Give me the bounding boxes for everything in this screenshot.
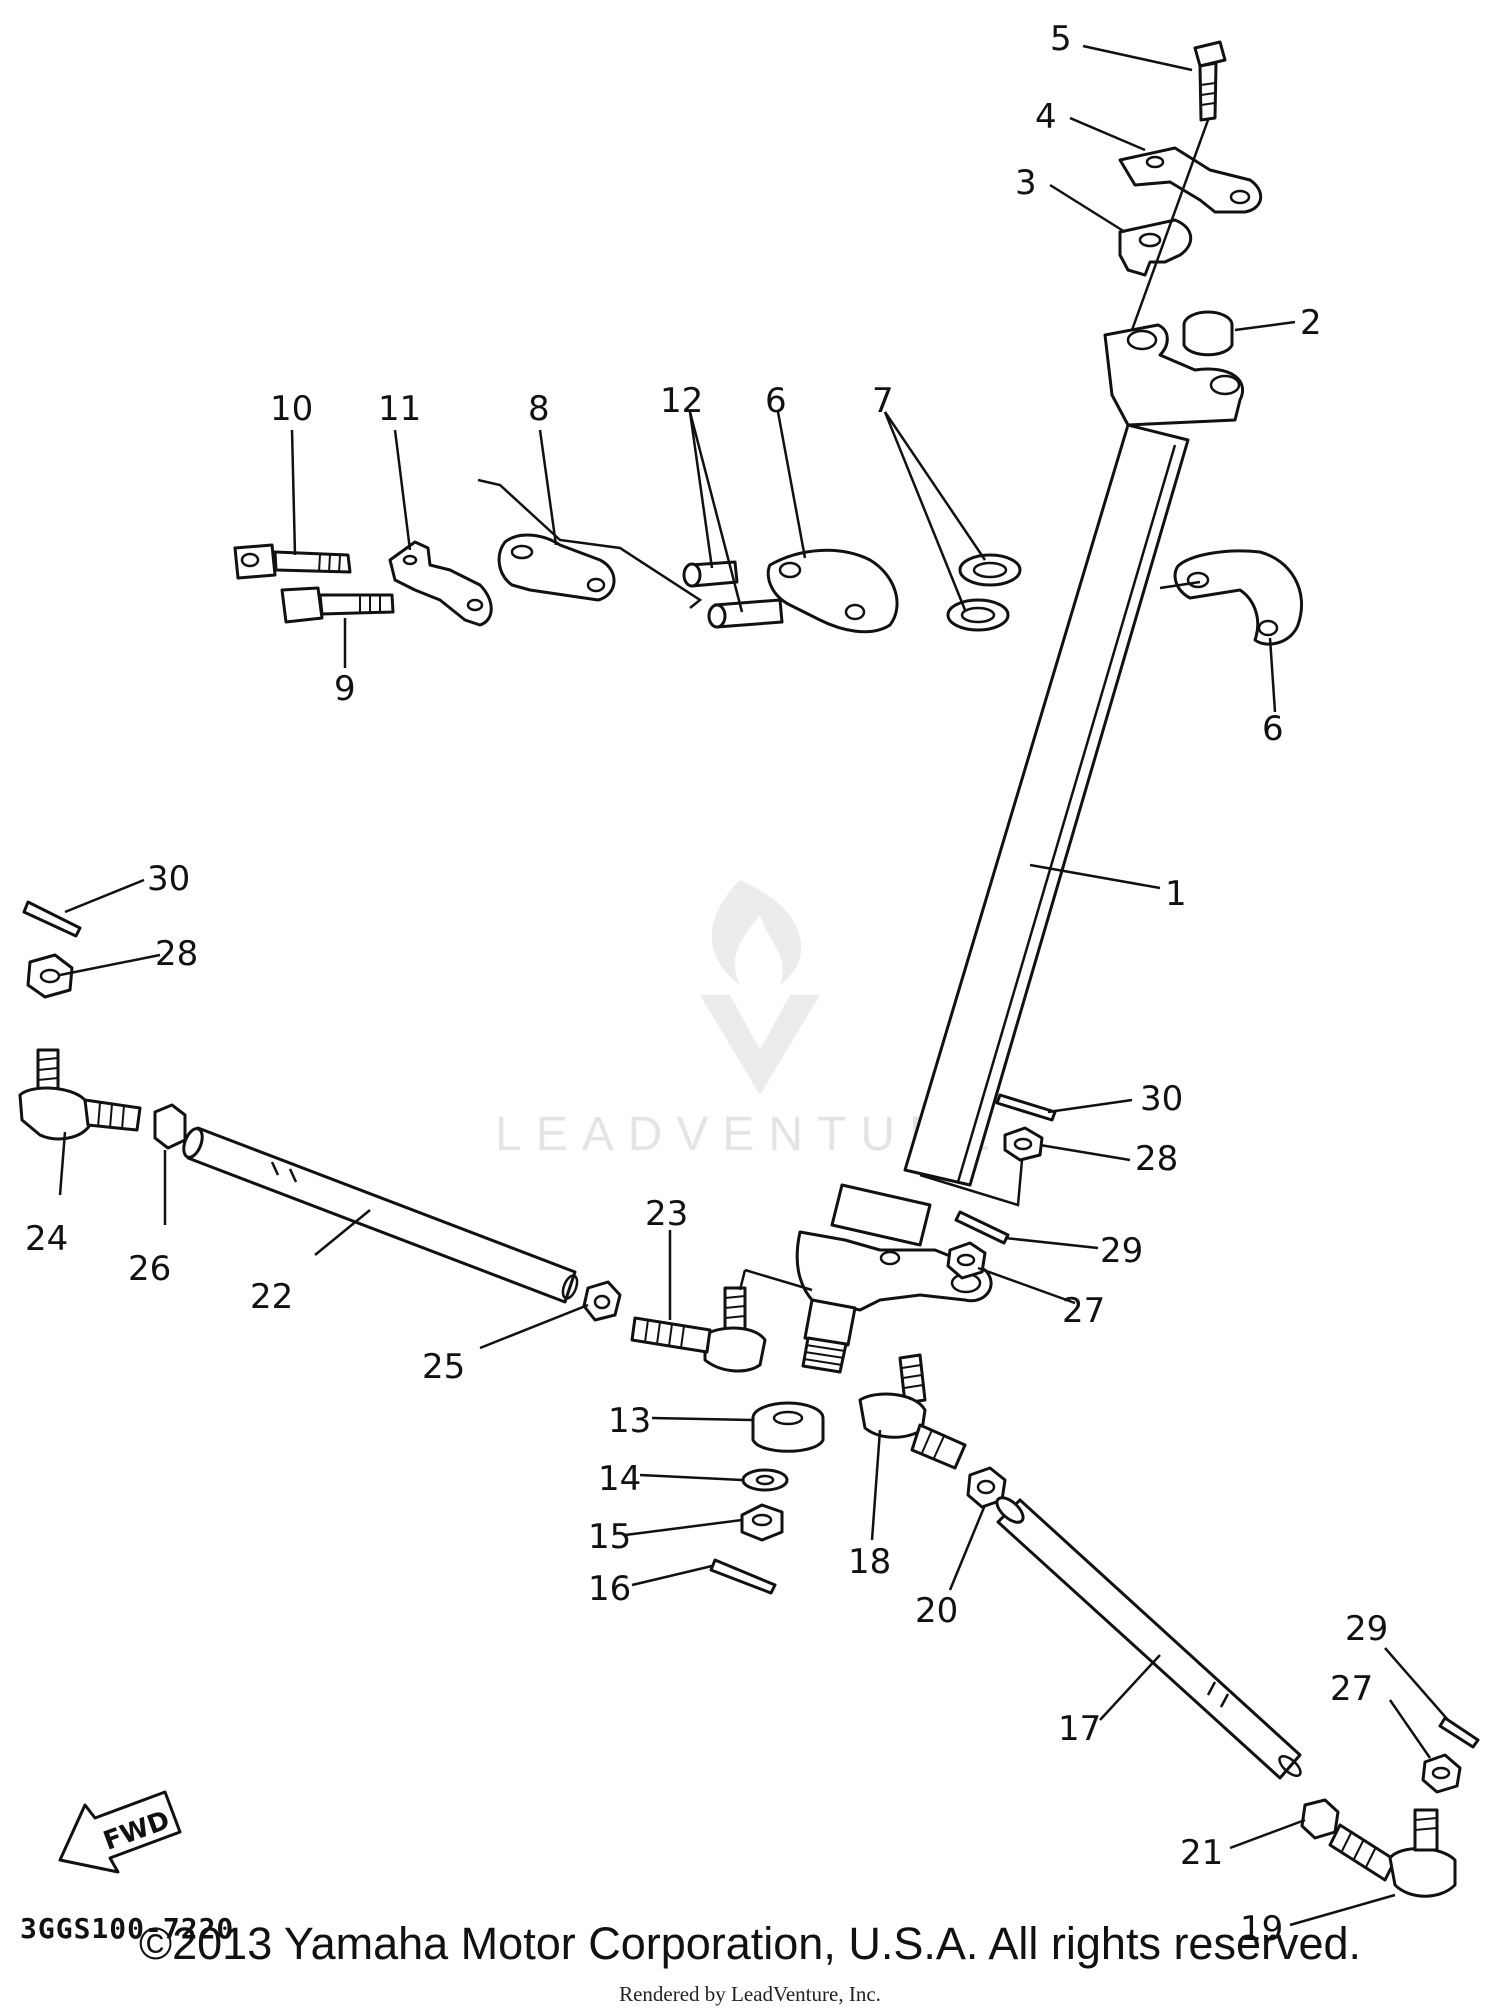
callout-14: 14: [598, 1459, 641, 1499]
part-23-tie-rod-end: [630, 1286, 767, 1373]
callout-25: 25: [422, 1347, 465, 1387]
callout-6-right: 6: [1262, 709, 1284, 749]
top-assembly-line: [1130, 119, 1210, 331]
part-19-tie-rod-end: [1328, 1808, 1457, 1898]
copyright-notice: ©2013 Yamaha Motor Corporation, U.S.A. A…: [138, 1918, 1362, 1969]
part-4-plate: [1118, 146, 1263, 214]
part-3-holder: [1118, 218, 1193, 277]
callout-9: 9: [334, 669, 356, 709]
callout-17: 17: [1058, 1709, 1101, 1749]
part-14-washer: [741, 1468, 789, 1492]
part-27-nut-lower: [1421, 1753, 1462, 1794]
part-30-cotter-pin-left: [22, 900, 82, 938]
part-10-bolt: [233, 543, 352, 580]
part-27-nut-upper: [946, 1241, 987, 1280]
part-29-cotter-pin-lower: [1438, 1716, 1480, 1749]
part-17-tie-rod-right: [995, 1496, 1302, 1780]
callout-1: 1: [1165, 874, 1187, 914]
part-21-nut: [1300, 1798, 1340, 1840]
callout-27-upper: 27: [1062, 1291, 1105, 1331]
part-15-nut: [740, 1503, 784, 1542]
callout-20: 20: [915, 1591, 958, 1631]
part-13-collar: [751, 1401, 825, 1453]
assembly-lines: [738, 1159, 1024, 1292]
callout-10: 10: [270, 389, 313, 429]
callout-26: 26: [128, 1249, 171, 1289]
callout-28-right: 28: [1135, 1139, 1178, 1179]
part-22-tie-rod-left: [182, 1126, 579, 1304]
callout-13: 13: [608, 1401, 651, 1441]
callout-30-right: 30: [1140, 1079, 1183, 1119]
callout-3: 3: [1015, 163, 1037, 203]
watermark-text: LEADVENTURE: [495, 1108, 1004, 1161]
part-28-nut-right: [1003, 1126, 1044, 1162]
callout-19: 19: [1240, 1909, 1283, 1949]
rendered-by-credit: Rendered by LeadVenture, Inc.: [619, 1982, 881, 2006]
leader-lines: [58, 44, 1449, 1927]
callout-2: 2: [1300, 303, 1322, 343]
part-29-cotter-pin-upper: [954, 1210, 1010, 1245]
diagram-code: 3GGS100-7220: [20, 1912, 234, 1945]
part-30-cotter-pin-right: [995, 1093, 1057, 1122]
callout-15: 15: [588, 1517, 631, 1557]
part-6-clamp-right: [1173, 549, 1304, 646]
part-25-nut: [582, 1280, 622, 1322]
callout-5b: 5: [1050, 19, 1072, 59]
callout-12: 12: [660, 381, 703, 421]
part-6-clamp-left: [766, 548, 899, 634]
part-5-bolt: [1193, 40, 1227, 122]
part-12-pins: [682, 560, 784, 629]
callout-27-lower: 27: [1330, 1669, 1373, 1709]
callout-6-left: 6: [765, 381, 787, 421]
callout-7: 7: [872, 381, 894, 421]
part-26-nut: [153, 1103, 187, 1150]
part-2-cap: [1182, 310, 1234, 357]
callout-21: 21: [1180, 1833, 1223, 1873]
leadventure-watermark: LEADVENTURE: [495, 880, 1004, 1161]
callout-28-left: 28: [155, 934, 198, 974]
callout-8: 8: [528, 389, 550, 429]
callout-30-left: 30: [147, 859, 190, 899]
part-16-cotter-pin: [709, 1558, 777, 1595]
callout-4: 4: [1035, 97, 1057, 137]
part-18-tie-rod-end: [858, 1353, 967, 1470]
callout-22: 22: [250, 1277, 293, 1317]
callout-23: 23: [645, 1194, 688, 1234]
callout-29-lower: 29: [1345, 1609, 1388, 1649]
callout-24: 24: [25, 1219, 68, 1259]
fwd-arrow: FWD: [58, 1790, 182, 1874]
part-11-bracket: [388, 540, 493, 627]
part-8-lever: [477, 478, 703, 609]
callout-11: 11: [378, 389, 421, 429]
callout-16: 16: [588, 1569, 631, 1609]
part-9-bolt: [280, 586, 395, 624]
steering-shaft: [795, 323, 1245, 1374]
part-28-nut-left: [26, 953, 74, 999]
callout-18: 18: [848, 1542, 891, 1582]
part-24-tie-rod-end-left: [18, 1048, 142, 1141]
callout-29-upper: 29: [1100, 1231, 1143, 1271]
